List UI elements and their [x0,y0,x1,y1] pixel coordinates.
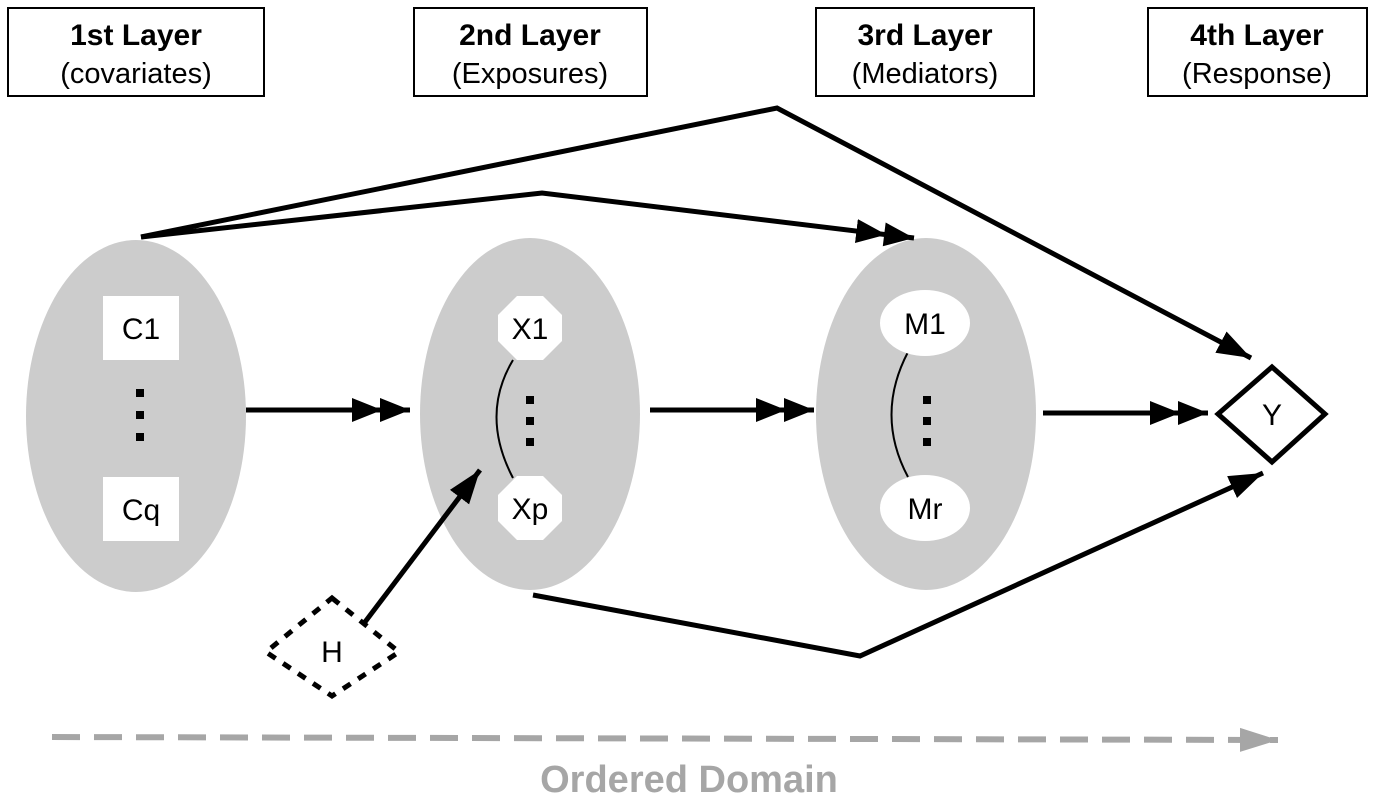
layer-header-4: 4th Layer (Response) [1147,7,1368,97]
layer-title: 2nd Layer [459,19,601,52]
layer-header-1: 1st Layer (covariates) [7,7,265,97]
layer-title: 4th Layer [1190,19,1324,52]
layer-title: 3rd Layer [857,19,992,52]
svg-text:M1: M1 [904,308,946,341]
edge-covariates-to-response [140,105,1253,361]
mediators-group [816,238,1036,590]
layer-header-3: 3rd Layer (Mediators) [815,7,1035,97]
node-y: Y [1214,363,1329,466]
node-cq: Cq [103,477,179,541]
mediators-ellipsis [923,396,931,446]
node-m1: M1 [880,290,970,356]
edge-covariates-to-mediators [140,190,915,247]
exposures-ellipsis [526,396,534,446]
node-mr: Mr [880,475,970,541]
svg-text:Mr: Mr [908,493,943,526]
layer-subtitle: (Response) [1182,58,1332,90]
svg-text:H: H [321,636,343,669]
edge-exposures-to-response [532,470,1265,659]
ordered-domain-label: Ordered Domain [540,759,838,801]
svg-text:C1: C1 [122,313,160,346]
edge-h-to-exposures [363,468,482,624]
layer-subtitle: (Exposures) [452,58,608,90]
layer-header-2: 2nd Layer (Exposures) [413,7,648,97]
mediators-correlation-arc [890,351,909,478]
svg-text:Y: Y [1262,399,1282,432]
exposures-correlation-arc [495,359,514,479]
covariates-ellipsis [136,389,144,441]
svg-text:Xp: Xp [512,493,549,526]
ordered-domain-arrow [51,727,1279,752]
node-h: H [261,594,404,699]
node-c1: C1 [103,296,179,360]
svg-text:Cq: Cq [122,494,160,527]
layer-title: 1st Layer [70,19,202,52]
svg-text:X1: X1 [512,313,549,346]
node-xp: Xp [498,476,562,540]
layer-subtitle: (Mediators) [852,58,999,90]
node-x1: X1 [498,296,562,360]
layer-subtitle: (covariates) [60,58,212,90]
